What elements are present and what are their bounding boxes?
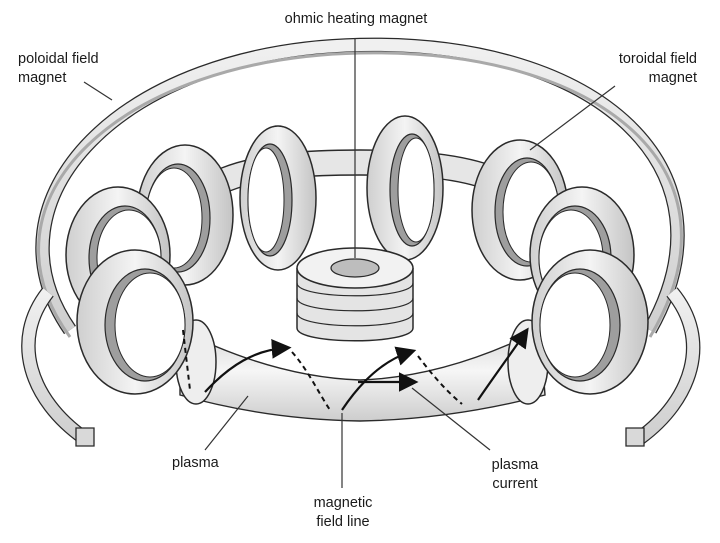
plasma-label: plasma [172,455,219,471]
leader-plasma-current [411,387,491,451]
poloidal-field-magnet-label: poloidal field magnet [18,51,99,86]
toroidal-field-magnet-label: toroidal field magnet [618,51,697,86]
magnetic-field-line [182,327,529,411]
ohmic-heating-magnet [296,247,414,342]
toroidal-ring [366,115,444,261]
leader-lines [83,38,616,488]
plasma-current-label: plasma current [491,457,539,492]
leader-toroidal [529,85,616,151]
ohmic-heating-magnet-label: ohmic heating magnet [284,11,428,27]
toroidal-ring [239,125,317,271]
leader-poloidal [83,81,113,101]
leader-plasma [204,395,249,451]
magnetic-field-line-label: magnetic field line [313,495,373,530]
toroidal-ring [531,249,649,395]
poloidal-field-magnet-lower [21,287,701,447]
toroidal-ring [76,249,194,395]
toroidal-field-magnets [65,115,649,395]
